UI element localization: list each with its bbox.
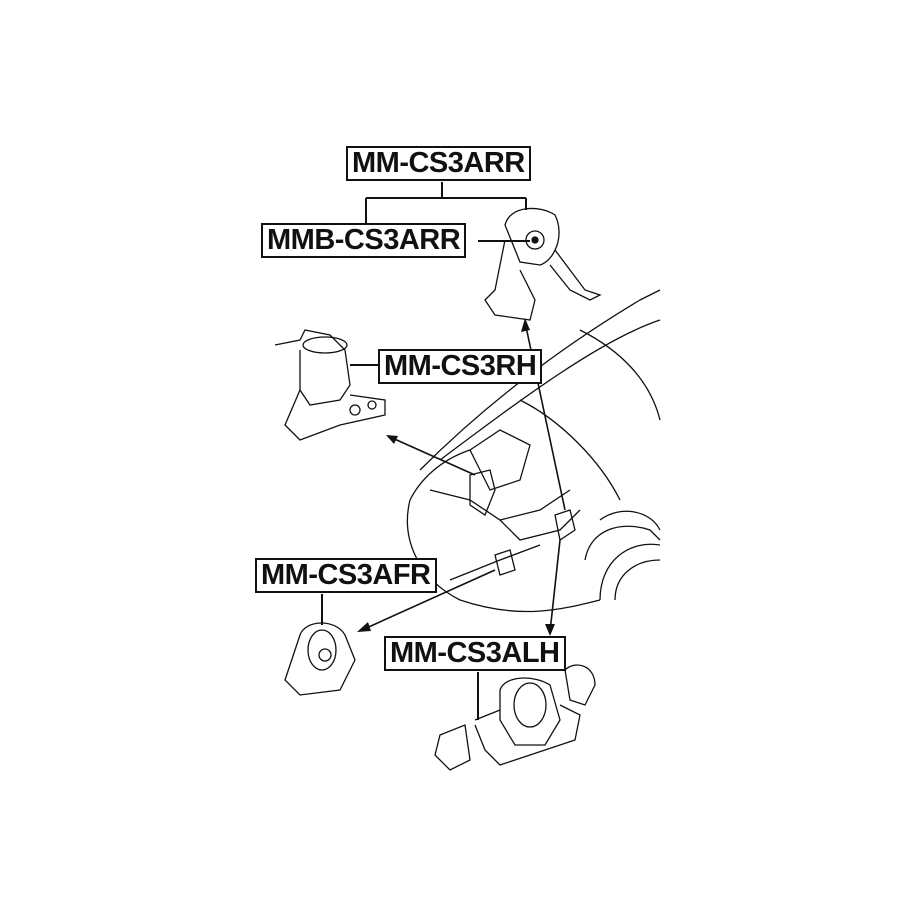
leader-lines — [321, 182, 530, 720]
part-label-mmb-cs3arr: MMB-CS3ARR — [261, 223, 467, 258]
part-label-mm-cs3rh: MM-CS3RH — [378, 349, 543, 384]
rear-mount-part — [484, 207, 602, 321]
part-label-mm-cs3afr: MM-CS3AFR — [255, 558, 437, 593]
part-label-mm-cs3arr: MM-CS3ARR — [346, 146, 531, 181]
part-label-mm-cs3alh: MM-CS3ALH — [384, 636, 566, 671]
left-mount-part — [434, 664, 596, 771]
car-body-outline — [406, 289, 661, 613]
right-mount-part — [274, 329, 386, 441]
front-mount-part — [284, 622, 356, 696]
arrowheads — [357, 318, 555, 636]
engine-mount-positions — [469, 469, 576, 576]
